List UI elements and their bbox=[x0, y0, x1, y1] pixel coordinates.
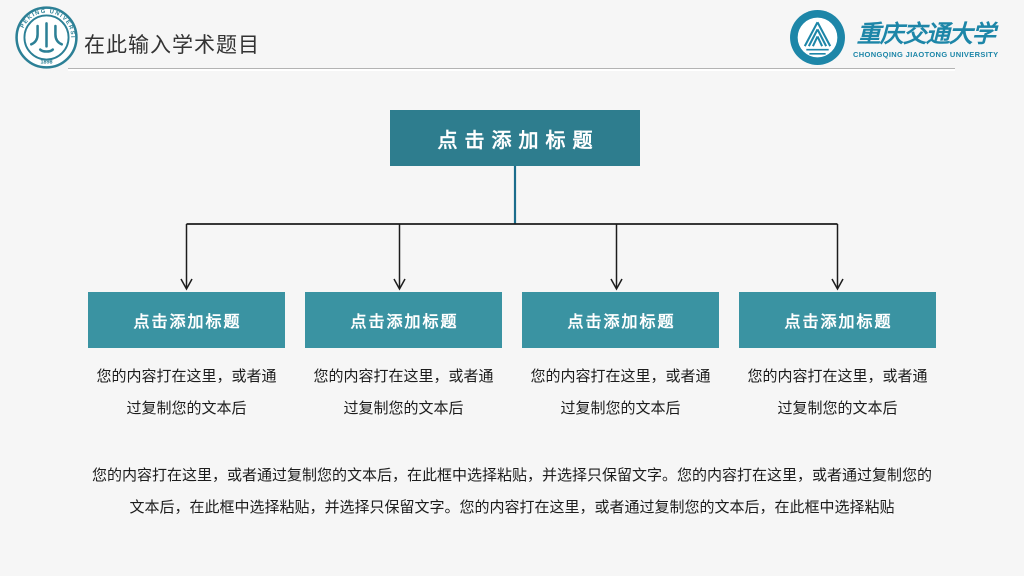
body-text-placeholder: 您的内容打在这里，或者通过复制您的文本后，在此框中选择粘贴，并选择只保留文字。您… bbox=[91, 467, 932, 516]
node-title-placeholder[interactable]: 点击添加标题 bbox=[739, 292, 936, 348]
cqjtu-name-english: CHONGQING JIAOTONG UNIVERSITY bbox=[853, 50, 999, 59]
cqjtu-seal-icon bbox=[789, 9, 846, 71]
slide-title[interactable]: 在此输入学术题目 bbox=[84, 34, 260, 57]
flowchart-node: 点击添加标题 您的内容打在这里，或者通 过复制您的文本后 bbox=[522, 292, 719, 425]
node-caption: 您的内容打在这里，或者通 过复制您的文本后 bbox=[530, 368, 711, 417]
header-divider bbox=[68, 68, 955, 71]
flowchart-node: 点击添加标题 您的内容打在这里，或者通 过复制您的文本后 bbox=[88, 292, 285, 425]
node-title-placeholder[interactable]: 点击添加标题 bbox=[305, 292, 502, 348]
cqjtu-name-chinese: 重庆交通大学 bbox=[856, 19, 996, 48]
flowchart-root-title-placeholder[interactable]: 点击添加标题 bbox=[390, 110, 640, 166]
node-title-placeholder[interactable]: 点击添加标题 bbox=[522, 292, 719, 348]
svg-text:1898: 1898 bbox=[40, 60, 52, 66]
flowchart-node: 点击添加标题 您的内容打在这里，或者通 过复制您的文本后 bbox=[739, 292, 936, 425]
node-caption: 您的内容打在这里，或者通 过复制您的文本后 bbox=[313, 368, 494, 417]
node-title-placeholder[interactable]: 点击添加标题 bbox=[88, 292, 285, 348]
flowchart-node: 点击添加标题 您的内容打在这里，或者通 过复制您的文本后 bbox=[305, 292, 502, 425]
peking-university-logo-icon: PEKING UNIVERSITY 1898 bbox=[12, 2, 78, 69]
flowchart-children-row: 点击添加标题 您的内容打在这里，或者通 过复制您的文本后 点击添加标题 您的内容… bbox=[88, 292, 936, 425]
node-caption: 您的内容打在这里，或者通 过复制您的文本后 bbox=[96, 368, 277, 417]
node-caption: 您的内容打在这里，或者通 过复制您的文本后 bbox=[747, 368, 928, 417]
cqjtu-logo: 重庆交通大学 CHONGQING JIAOTONG UNIVERSITY bbox=[789, 9, 999, 71]
